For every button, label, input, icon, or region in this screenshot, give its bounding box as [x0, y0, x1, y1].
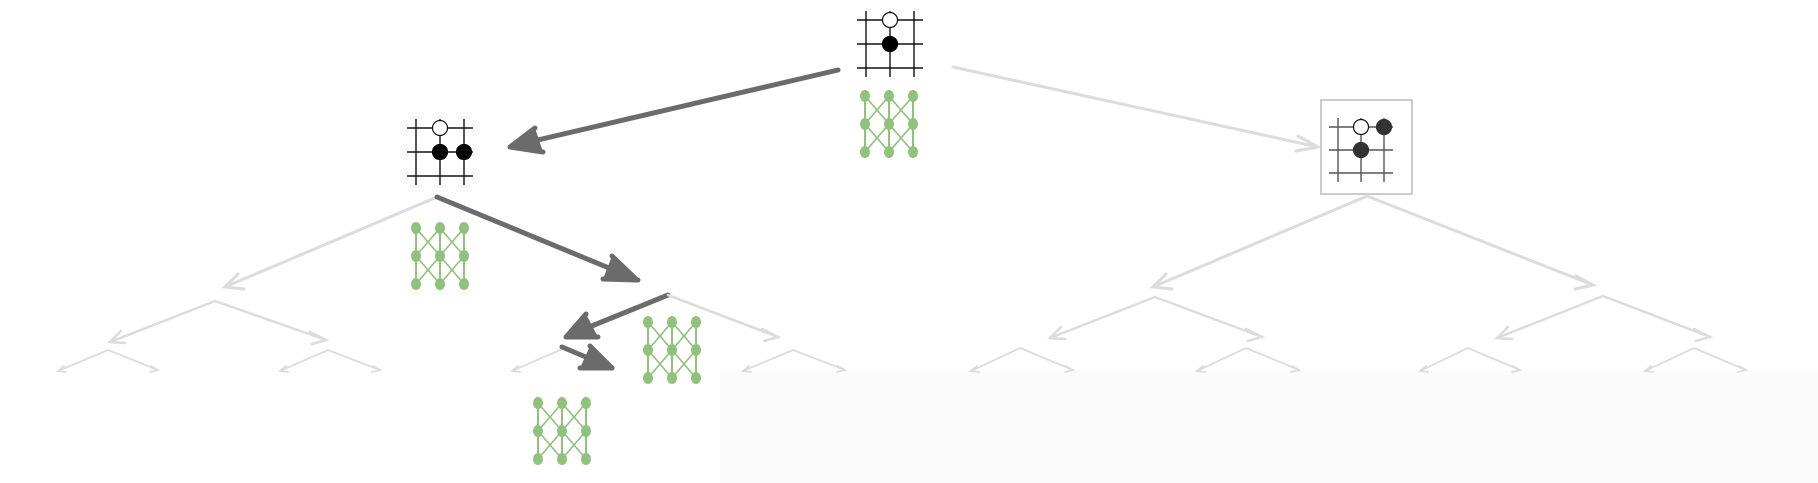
network-edge: [888, 95, 914, 125]
edge-level3-right: [559, 343, 615, 371]
edge-root-right: [951, 65, 1323, 153]
network-edge: [671, 349, 697, 379]
network-node: [459, 250, 469, 262]
selected-edges: [434, 67, 841, 371]
network-node: [411, 278, 421, 290]
network-edge: [864, 95, 890, 125]
value-network-icon: [411, 222, 469, 290]
edge-right-left: [1149, 194, 1369, 291]
edge-r3-b: [1494, 294, 1714, 343]
value-network-icon: [860, 90, 918, 158]
edge-right-right: [1365, 194, 1598, 291]
root-board: [857, 11, 923, 77]
network-node: [860, 90, 870, 102]
network-node: [643, 344, 653, 356]
white-stone: [1352, 118, 1370, 136]
black-stone: [881, 35, 899, 53]
network-node: [884, 146, 894, 158]
network-node: [884, 90, 894, 102]
white-stone: [881, 11, 899, 29]
network-node: [557, 425, 567, 437]
network-edge: [415, 255, 441, 285]
edge-l4-carets: [55, 347, 1749, 373]
network-edge: [647, 349, 673, 379]
edge-left-right: [434, 194, 641, 283]
right-child-board: [1329, 118, 1393, 182]
network-node: [691, 316, 701, 328]
network-edge: [439, 227, 465, 257]
network-node: [557, 453, 567, 465]
edge-left-left: [221, 195, 439, 291]
network-node: [667, 316, 677, 328]
network-edge: [561, 402, 587, 432]
networks: [411, 90, 918, 465]
network-edge: [537, 402, 563, 432]
network-node: [435, 222, 445, 234]
network-node: [667, 372, 677, 384]
network-edge: [671, 321, 697, 351]
network-node: [643, 316, 653, 328]
network-node: [459, 278, 469, 290]
network-node: [435, 250, 445, 262]
value-network-icon: [643, 316, 701, 384]
network-node: [908, 146, 918, 158]
network-node: [581, 425, 591, 437]
edge-level2-right: [666, 293, 780, 339]
network-node: [435, 278, 445, 290]
black-stone: [1352, 141, 1370, 159]
network-node: [908, 90, 918, 102]
network-edge: [888, 123, 914, 153]
white-stone: [431, 119, 449, 137]
network-node: [860, 118, 870, 130]
network-node: [533, 425, 543, 437]
network-node: [691, 372, 701, 384]
network-node: [533, 453, 543, 465]
background-panel: [720, 370, 1818, 483]
edge-root-left: [507, 67, 841, 155]
network-node: [557, 397, 567, 409]
network-node: [581, 397, 591, 409]
network-node: [884, 118, 894, 130]
network-node: [533, 397, 543, 409]
network-node: [691, 344, 701, 356]
network-node: [459, 222, 469, 234]
network-edge: [415, 227, 441, 257]
value-network-icon: [533, 397, 591, 465]
network-node: [667, 344, 677, 356]
network-edge: [647, 321, 673, 351]
network-node: [411, 222, 421, 234]
edge-r3-a: [1047, 295, 1266, 343]
highlight-box: [1320, 99, 1413, 195]
network-edge: [439, 255, 465, 285]
black-stone: [1375, 118, 1393, 136]
black-stone: [455, 143, 473, 161]
black-stone: [431, 143, 449, 161]
boards: [407, 11, 1393, 185]
network-node: [908, 118, 918, 130]
network-node: [860, 146, 870, 158]
left-child-board: [407, 119, 473, 185]
faded-edges: [55, 65, 1749, 373]
edge-level2-left: [563, 292, 671, 340]
network-node: [581, 453, 591, 465]
network-node: [411, 250, 421, 262]
network-node: [643, 372, 653, 384]
network-edge: [561, 430, 587, 460]
network-edge: [537, 430, 563, 460]
edge-l3-a: [107, 299, 330, 346]
network-edge: [864, 123, 890, 153]
